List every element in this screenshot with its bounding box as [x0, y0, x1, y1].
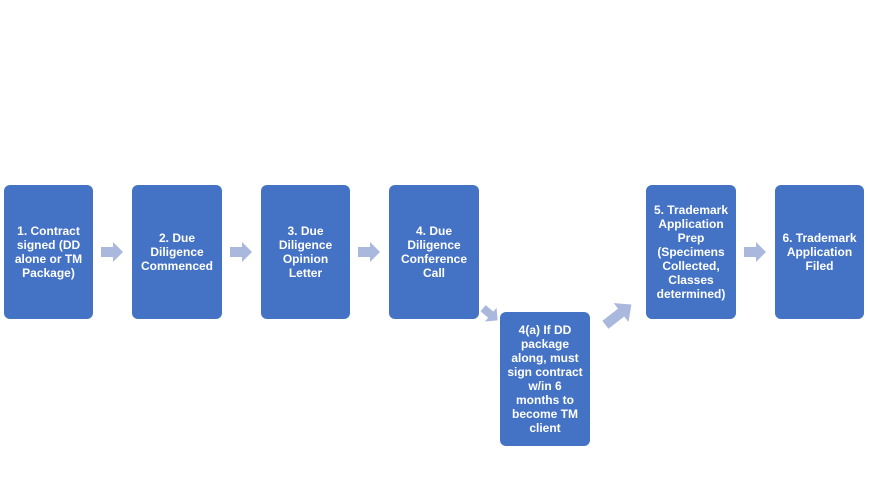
- step-4-due-diligence-conference-call: 4. Due Diligence Conference Call: [389, 185, 479, 319]
- step-1-contract-signed: 1. Contract signed (DD alone or TM Packa…: [4, 185, 93, 319]
- step-3-due-diligence-opinion-letter: 3. Due Diligence Opinion Letter: [261, 185, 350, 319]
- right-arrow-icon: [744, 242, 766, 262]
- step-4a-dd-package-contract: 4(a) If DD package along, must sign cont…: [500, 312, 590, 446]
- step-5-trademark-application-prep: 5. Trademark Application Prep (Specimens…: [646, 185, 736, 319]
- step-2-due-diligence-commenced: 2. Due Diligence Commenced: [132, 185, 222, 319]
- right-arrow-icon: [101, 242, 123, 262]
- step-6-trademark-application-filed: 6. Trademark Application Filed: [775, 185, 864, 319]
- down-right-arrow-icon: [478, 302, 502, 326]
- right-arrow-icon: [230, 242, 252, 262]
- up-right-arrow-icon: [598, 298, 638, 332]
- right-arrow-icon: [358, 242, 380, 262]
